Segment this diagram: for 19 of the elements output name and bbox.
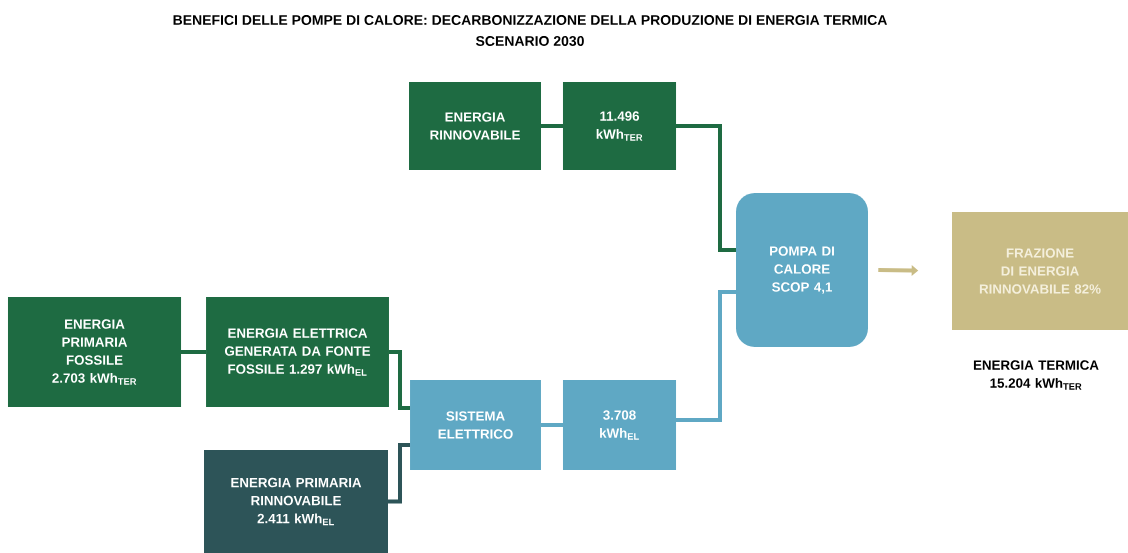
- rounded-box: POMPA DI CALORE SCOP 4,1: [736, 193, 868, 347]
- node-label: ENERGIA TERMICA 15.204 kWh$_{TER}$: [973, 360, 1099, 390]
- connector: [676, 290, 736, 422]
- process-box: ENERGIA PRIMARIA FOSSILE 2.703 kWh$_{TER}$: [8, 297, 182, 407]
- process-box: SISTEMA ELETTRICO: [410, 380, 541, 470]
- connector: [388, 443, 410, 504]
- connector: [181, 350, 206, 354]
- title: BENEFICI DELLE POMPE DI CALORE: DECARBONIZZAZIONE DELLA PRODUZIONE DI ENERGIA TERMICA: [173, 15, 887, 25]
- process-box: FRAZIONE DI ENERGIA RINNOVABILE 82%: [952, 212, 1128, 330]
- process-box: ENERGIA PRIMARIA RINNOVABILE 2.411 kWh$_{EL}$: [204, 450, 388, 553]
- connector: [541, 124, 563, 128]
- process-box: 11.496 kWh$_{TER}$: [562, 82, 677, 170]
- connector: [541, 423, 563, 427]
- connector: [676, 124, 736, 252]
- subtitle: SCENARIO 2030: [475, 36, 584, 46]
- process-box: 3.708 kWh$_{EL}$: [562, 380, 677, 470]
- process-box: ENERGIA ELETTRICA GENERATA DA FONTE FOSSILE 1.297 kWh$_{EL}$: [206, 297, 389, 407]
- process-box: ENERGIA RINNOVABILE: [409, 82, 541, 170]
- connector: [389, 350, 410, 410]
